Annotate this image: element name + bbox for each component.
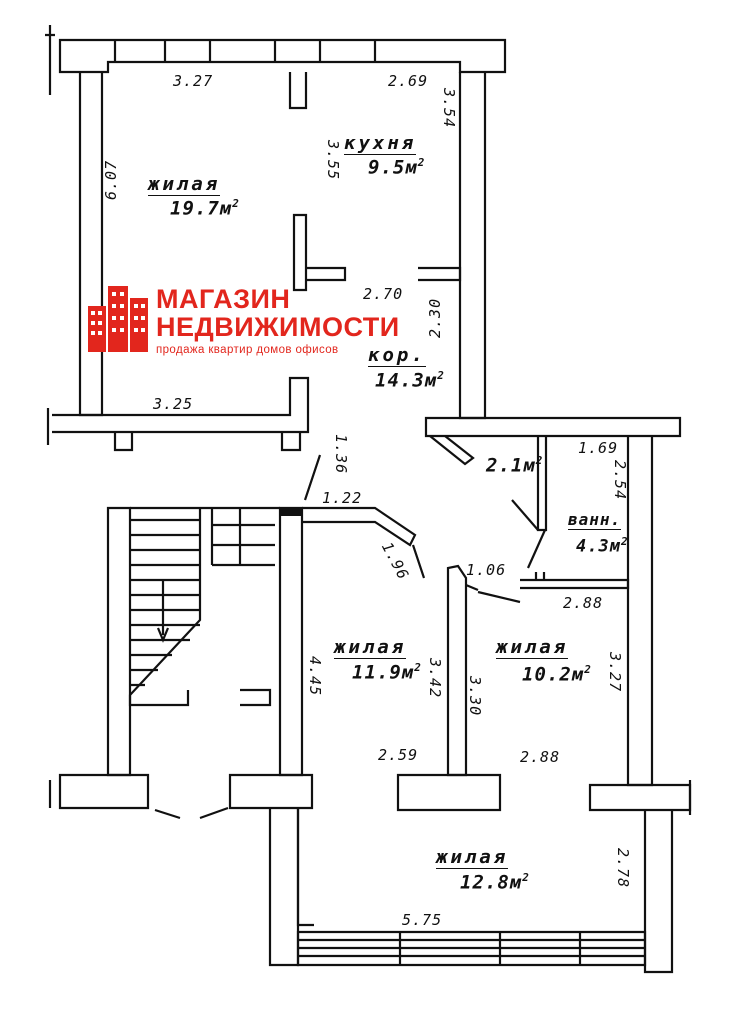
dim-3-55: 3.55 bbox=[324, 140, 342, 181]
door-swing bbox=[411, 544, 426, 579]
corner-fill-1 bbox=[280, 508, 302, 516]
stair-arrow bbox=[156, 580, 170, 643]
partition-2 bbox=[418, 266, 462, 282]
room-kitchen-area: 9.5м2 bbox=[368, 156, 426, 179]
right-wall-lower bbox=[626, 436, 654, 787]
dim-3-54: 3.54 bbox=[440, 88, 458, 129]
right-wall-bottom bbox=[643, 810, 674, 974]
stair-outline bbox=[128, 508, 202, 707]
edge-mark-1 bbox=[45, 25, 55, 95]
room-bathroom-area: 4.3м2 bbox=[576, 535, 629, 557]
room-bathroom-name: ванн. bbox=[568, 510, 622, 530]
bottom-mid-wall bbox=[228, 773, 314, 810]
dim-1-69: 1.69 bbox=[578, 439, 619, 457]
closet-door bbox=[429, 435, 475, 466]
kitchen-stub bbox=[288, 72, 308, 110]
hall-stub bbox=[240, 688, 272, 707]
room-living-2-name: жилая bbox=[334, 636, 407, 659]
dim-3-27: 3.27 bbox=[173, 72, 214, 90]
door-swing-2 bbox=[303, 454, 322, 501]
dim-2-70: 2.70 bbox=[363, 285, 404, 303]
radiator-1 bbox=[113, 432, 302, 452]
hall-wall bbox=[278, 506, 304, 777]
dim-1-06: 1.06 bbox=[466, 561, 507, 579]
door-mark bbox=[465, 583, 521, 604]
top-wall bbox=[58, 38, 507, 74]
room-living-3-name: жилая bbox=[496, 636, 569, 659]
mid-wall-upper bbox=[52, 376, 310, 434]
room-living-1-name: жилая bbox=[148, 173, 221, 196]
dim-2-88-top: 2.88 bbox=[563, 594, 604, 612]
window-top-1 bbox=[113, 40, 377, 62]
partition-living bbox=[446, 564, 468, 777]
dim-3-30: 3.30 bbox=[466, 676, 484, 717]
dim-5-75: 5.75 bbox=[402, 911, 443, 929]
bottom-window bbox=[298, 932, 645, 965]
dim-2-69: 2.69 bbox=[388, 72, 429, 90]
room-corridor-area: 14.3м2 bbox=[375, 369, 445, 392]
dim-2-88: 2.88 bbox=[520, 748, 561, 766]
watermark-logo: МАГАЗИН НЕДВИЖИМОСТИ продажа квартир дом… bbox=[86, 276, 399, 366]
bath-wall bbox=[520, 572, 630, 590]
partition-1 bbox=[292, 213, 347, 292]
room-closet-area: 2.1м2 bbox=[486, 454, 544, 477]
dim-6-07: 6.07 bbox=[102, 159, 120, 200]
hall-door-top bbox=[302, 506, 417, 547]
dim-1-22: 1.22 bbox=[322, 489, 363, 507]
watermark-line1: МАГАЗИН bbox=[156, 284, 291, 314]
room-living-4-area: 12.8м2 bbox=[460, 871, 530, 894]
right-wall-upper bbox=[458, 72, 487, 420]
watermark-line3: продажа квартир домов офисов bbox=[156, 344, 339, 356]
bottom-left-wall bbox=[58, 773, 150, 810]
room-corridor-name: кор. bbox=[368, 344, 426, 367]
right-pier bbox=[588, 783, 692, 812]
dim-3-25: 3.25 bbox=[153, 395, 194, 413]
building-logo-icon bbox=[88, 286, 148, 352]
stair-wall-left bbox=[106, 506, 132, 777]
stair-top bbox=[130, 506, 280, 567]
room-living-3-area: 10.2м2 bbox=[522, 663, 592, 686]
room-living-4-name: жилая bbox=[436, 846, 509, 869]
lower-inner bbox=[296, 808, 314, 927]
corridor-wall bbox=[424, 416, 682, 438]
bottom-wall bbox=[296, 930, 647, 967]
room-living-2-area: 11.9м2 bbox=[352, 661, 422, 684]
entry-door bbox=[154, 806, 229, 820]
beam bbox=[396, 773, 502, 812]
dim-3-27b: 3.27 bbox=[606, 652, 624, 693]
dim-2-30: 2.30 bbox=[426, 297, 444, 338]
dim-1-36: 1.36 bbox=[332, 434, 350, 475]
room-kitchen-name: кухня bbox=[344, 132, 417, 155]
lower-left-wall bbox=[268, 808, 300, 967]
dim-3-42: 3.42 bbox=[426, 658, 444, 699]
dim-2-78: 2.78 bbox=[614, 848, 632, 889]
stair-steps bbox=[130, 518, 200, 687]
bath-door bbox=[526, 529, 547, 569]
room-living-1-area: 19.7м2 bbox=[170, 197, 240, 220]
watermark-line2: НЕДВИЖИМОСТИ bbox=[156, 312, 400, 342]
dim-2-54: 2.54 bbox=[611, 460, 629, 501]
closet-wall bbox=[536, 436, 548, 532]
dim-2-59: 2.59 bbox=[378, 746, 419, 764]
closet-door-2 bbox=[511, 499, 539, 531]
dim-4-45: 4.45 bbox=[306, 656, 324, 697]
